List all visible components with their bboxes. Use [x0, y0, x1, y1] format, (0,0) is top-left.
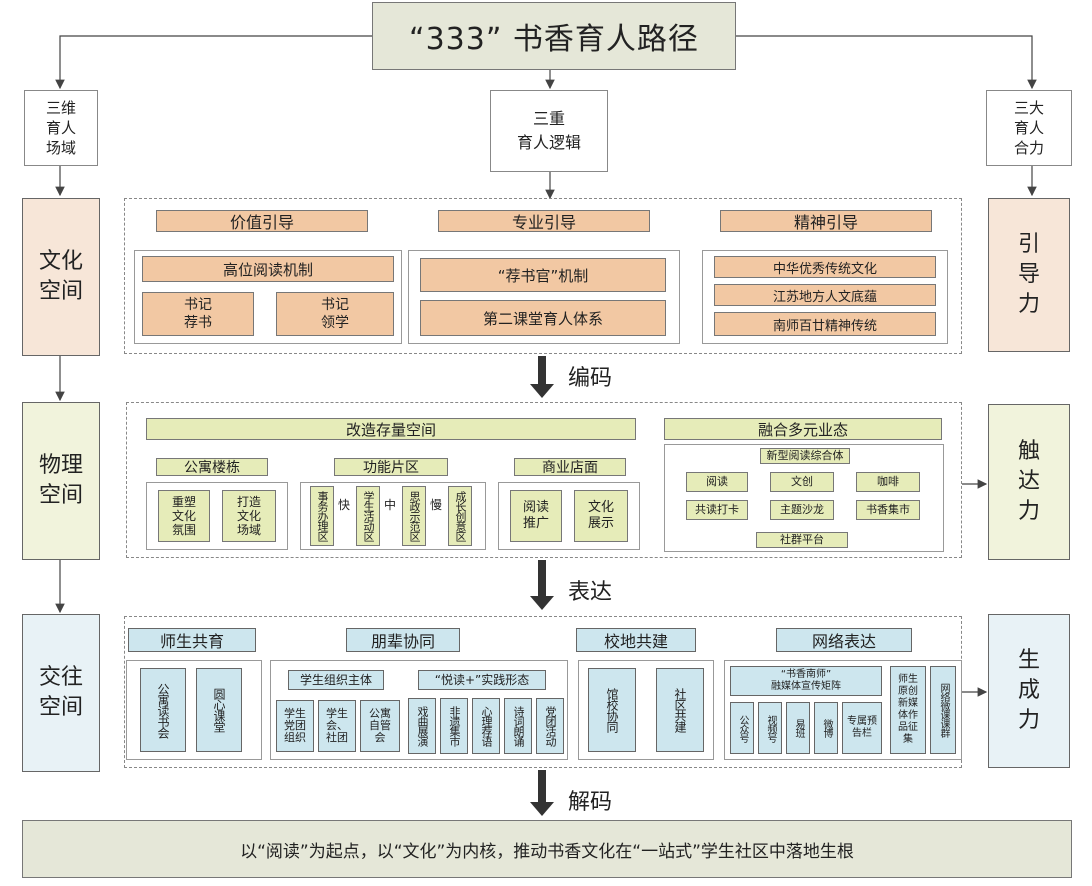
apartment-item-1: 重塑 文化 氛围: [158, 490, 210, 542]
shop-item-1: 阅读 推广: [510, 490, 562, 542]
force-guide: 引 导 力: [988, 198, 1070, 352]
peer-group-1: 学生 党团 组织: [276, 700, 314, 752]
peer-group-2: 学生 会、 社团: [318, 700, 356, 752]
pro-guide-title: 专业引导: [438, 210, 650, 232]
value-item-2: 书记 荐书: [142, 292, 254, 336]
peer-form-4: 诗词朗诵: [504, 698, 532, 754]
arrow-express-head: [530, 596, 554, 610]
fusion-title: 融合多元业态: [664, 418, 942, 440]
fusion-top: 新型阅读综合体: [760, 448, 850, 464]
spirit-item-1: 中华优秀传统文化: [714, 256, 936, 278]
peer-form-2: 非遗集市: [440, 698, 468, 754]
head-left: 三维 育人 场域: [24, 90, 98, 166]
zone-item-3: 思政示范区: [402, 486, 426, 546]
fusion-item-3: 咖啡: [856, 472, 920, 492]
shop-title: 商业店面: [514, 458, 626, 476]
net-item-2: 视频号: [758, 702, 782, 754]
spirit-guide-title: 精神引导: [720, 210, 932, 232]
pro-item-1: “荐书官”机制: [420, 258, 666, 292]
space-interaction: 交往 空间: [22, 614, 100, 772]
head-right: 三大 育人 合力: [986, 90, 1072, 166]
peer-sub-2: “悦读+”实践形态: [418, 670, 546, 690]
fusion-item-4: 共读打卡: [686, 500, 748, 520]
campus-item-2: 社区共建: [656, 668, 704, 752]
arrow-encode: [538, 356, 546, 386]
label-encode: 编码: [568, 366, 613, 391]
peer-form-5: 党团活动: [536, 698, 564, 754]
net-side-1: 师生原创新媒体作品征集: [890, 666, 926, 754]
peer-group-3: 公寓 自管 会: [360, 700, 400, 752]
force-reach: 触 达 力: [988, 404, 1070, 560]
arrow-decode: [538, 770, 546, 804]
shop-item-2: 文化 展示: [574, 490, 628, 542]
head-mid: 三重 育人逻辑: [490, 90, 608, 172]
speed-slow: 慢: [430, 496, 443, 513]
zone-item-2: 学生活动区: [356, 486, 380, 546]
net-item-5: 专属预告栏: [842, 702, 882, 754]
campus-title: 校地共建: [576, 628, 696, 652]
zone-item-4: 成长创意区: [448, 486, 472, 546]
campus-item-1: 馆校协同: [588, 668, 636, 752]
net-title: 网络表达: [776, 628, 912, 652]
value-item-1: 高位阅读机制: [142, 256, 394, 282]
net-item-3: 易班: [786, 702, 810, 754]
net-side-2: 网络微课课群: [930, 666, 956, 754]
teacher-item-2: 圆心课堂: [196, 668, 242, 752]
fusion-item-1: 阅读: [686, 472, 748, 492]
teacher-item-1: 公寓读书会: [140, 668, 186, 752]
teacher-title: 师生共育: [128, 628, 256, 652]
speed-mid: 中: [384, 496, 397, 513]
arrow-encode-head: [530, 384, 554, 398]
peer-title: 朋辈协同: [346, 628, 460, 652]
zone-item-1: 事务办理区: [310, 486, 334, 546]
spirit-item-3: 南师百廿精神传统: [714, 312, 936, 336]
peer-form-3: 心理荐语: [472, 698, 500, 754]
fusion-item-2: 文创: [770, 472, 834, 492]
zone-title: 功能片区: [334, 458, 448, 476]
net-item-1: 公众号: [730, 702, 754, 754]
fusion-item-6: 书香集市: [856, 500, 920, 520]
space-culture: 文化 空间: [22, 198, 100, 356]
value-item-3: 书记 领学: [276, 292, 394, 336]
speed-fast: 快: [338, 496, 351, 513]
peer-form-1: 戏曲展演: [408, 698, 436, 754]
apartment-item-2: 打造 文化 场域: [222, 490, 276, 542]
fusion-item-5: 主题沙龙: [770, 500, 834, 520]
force-generate: 生 成 力: [988, 614, 1070, 768]
apartment-title: 公寓楼栋: [156, 458, 268, 476]
peer-sub-1: 学生组织主体: [288, 670, 384, 690]
diagram-title: “333” 书香育人路径: [372, 2, 736, 70]
space-physical: 物理 空间: [22, 402, 100, 560]
value-guide-title: 价值引导: [156, 210, 368, 232]
conclusion-banner: 以“阅读”为起点，以“文化”为内核，推动书香文化在“一站式”学生社区中落地生根: [22, 820, 1072, 878]
arrow-decode-head: [530, 802, 554, 816]
label-decode: 解码: [568, 790, 613, 815]
net-matrix: “书香南师” 融媒体宣传矩阵: [730, 666, 882, 696]
fusion-bottom: 社群平台: [756, 532, 848, 548]
label-express: 表达: [568, 580, 613, 605]
pro-item-2: 第二课堂育人体系: [420, 300, 666, 336]
net-item-4: 微博: [814, 702, 838, 754]
arrow-express: [538, 560, 546, 598]
rebuild-title: 改造存量空间: [146, 418, 636, 440]
spirit-item-2: 江苏地方人文底蕴: [714, 284, 936, 306]
